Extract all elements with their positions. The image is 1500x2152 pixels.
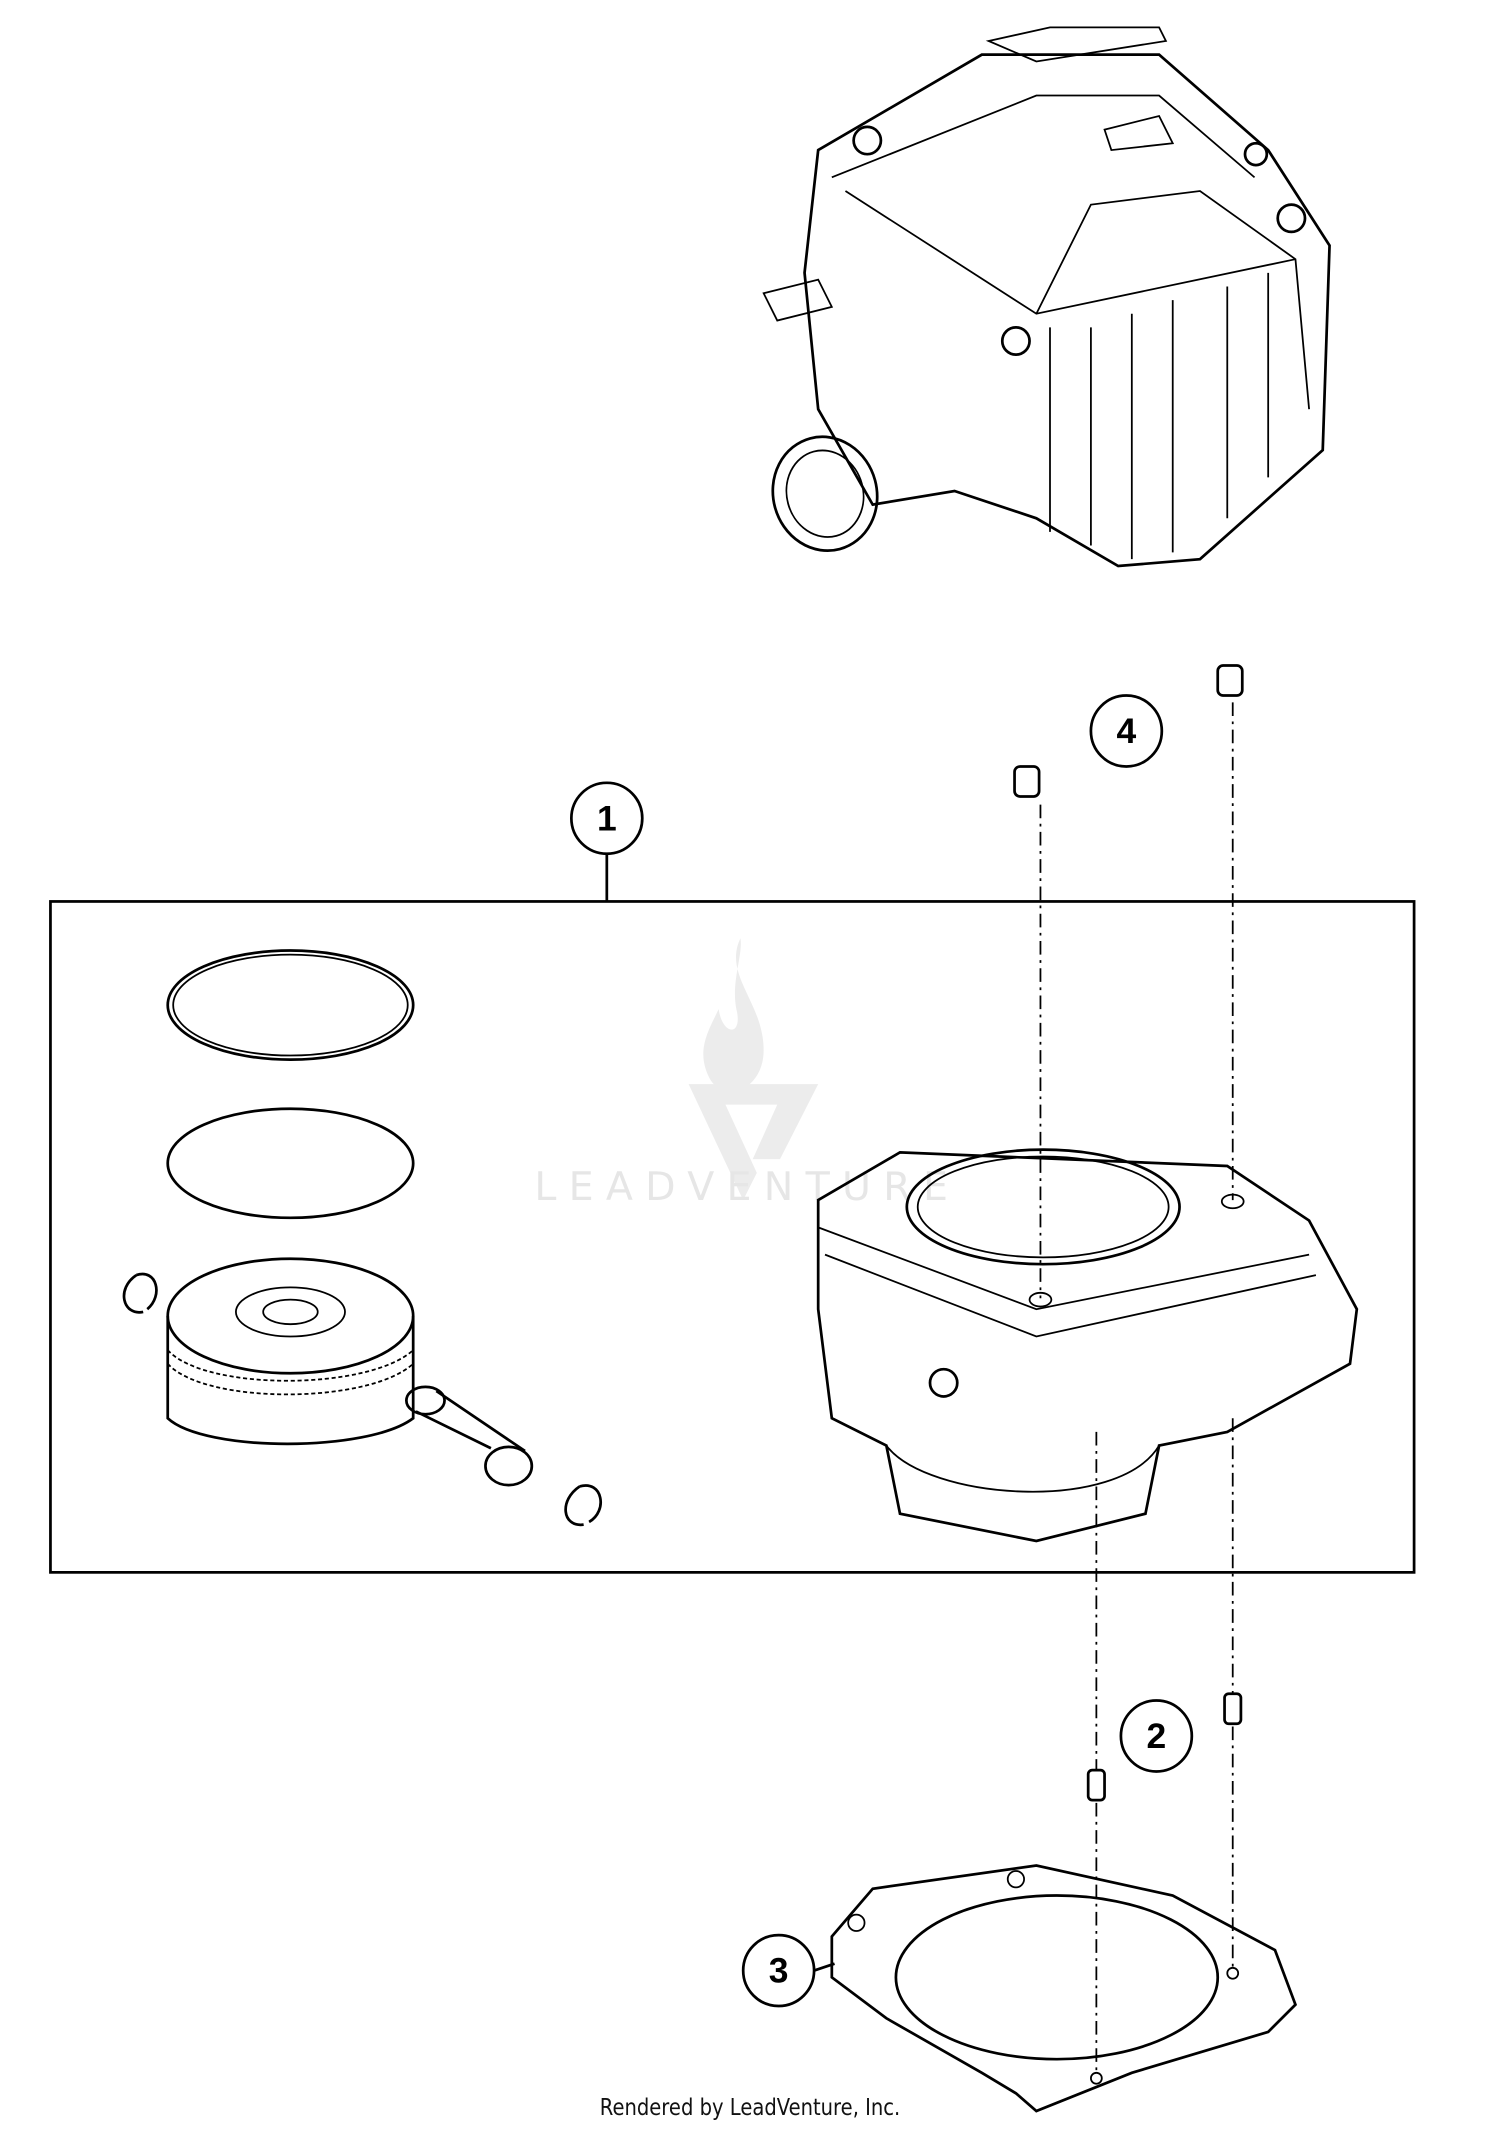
cylinder-head-illustration — [762, 26, 1331, 568]
circlip-left[interactable] — [122, 1272, 158, 1314]
svg-text:3: 3 — [769, 1951, 789, 1991]
callout-1[interactable]: 1 — [569, 781, 644, 856]
dowel-pin-left[interactable] — [1086, 1768, 1106, 1802]
svg-text:2: 2 — [1147, 1716, 1167, 1756]
piston-pin[interactable] — [405, 1385, 534, 1487]
callout-3[interactable]: 3 — [741, 1933, 816, 2008]
circlip-right[interactable] — [564, 1484, 602, 1527]
leadventure-watermark: LEADVENTURE — [534, 938, 960, 1210]
callout-4[interactable]: 4 — [1089, 694, 1164, 768]
piston-ring-top[interactable] — [166, 949, 415, 1061]
cylinder-base-gasket[interactable] — [830, 1864, 1298, 2113]
dowel-sleeve-right[interactable] — [1216, 664, 1244, 697]
cylinder-kit-group-box — [49, 900, 1416, 1574]
footer-credit: Rendered by LeadVenture, Inc. — [599, 2095, 901, 2121]
callout-2[interactable]: 2 — [1119, 1699, 1194, 1773]
svg-text:1: 1 — [597, 798, 617, 838]
dowel-pin-right[interactable] — [1223, 1692, 1243, 1726]
svg-text:4: 4 — [1117, 711, 1137, 751]
cylinder[interactable] — [816, 1148, 1359, 1543]
watermark-text: LEADVENTURE — [534, 1164, 960, 1210]
piston[interactable] — [166, 1257, 415, 1446]
dowel-sleeve-left[interactable] — [1013, 765, 1041, 798]
piston-ring-second[interactable] — [166, 1107, 415, 1220]
